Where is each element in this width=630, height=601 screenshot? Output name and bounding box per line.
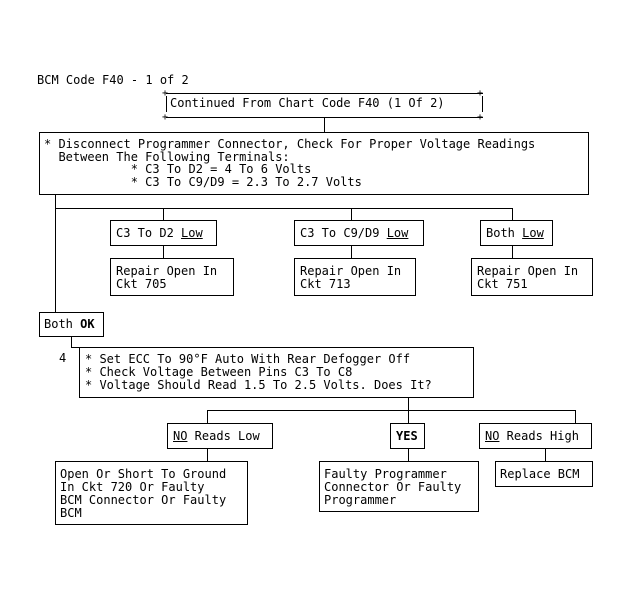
cond-status: Low: [181, 226, 203, 240]
result-line-2: Ckt 713: [300, 277, 351, 291]
step1-box: * Disconnect Programmer Connector, Check…: [39, 132, 589, 195]
result-line-1: Open Or Short To Ground: [60, 467, 227, 481]
branch2-cond-no-reads-low: NO Reads Low: [167, 423, 273, 449]
result-line-1: Faulty Programmer: [324, 467, 447, 481]
cond-status: NO: [173, 429, 188, 443]
banner-left-bar: [166, 96, 167, 112]
branch1-result-ckt705: Repair Open In Ckt 705: [110, 258, 234, 296]
connector-yes-result: [408, 449, 409, 461]
branch2-cond-yes: YES: [390, 423, 425, 449]
connector-rail-no-low: [207, 410, 208, 423]
branch2-rail: [207, 410, 576, 411]
connector-nolow-result: [207, 449, 208, 461]
page-title: BCM Code F40 - 1 of 2: [37, 73, 189, 87]
banner-top-rule: [166, 93, 483, 94]
continued-label: Continued From Chart Code F40 (1 Of 2): [170, 96, 445, 110]
banner-plus-tl: +: [162, 88, 169, 99]
result-line-2: Connector Or Faulty: [324, 480, 462, 494]
step4-number: 4: [59, 351, 67, 365]
connector-bothok-step4: [71, 337, 72, 347]
connector-bothok-step4-h: [71, 347, 80, 348]
connector-rail-b3: [512, 208, 513, 220]
result-line-1: Repair Open In: [300, 264, 402, 278]
branch2-result-faulty-programmer: Faulty Programmer Connector Or Faulty Pr…: [319, 461, 479, 512]
both-ok-prefix: Both: [44, 317, 81, 331]
result-line-2: Ckt 751: [477, 277, 528, 291]
branch1-result-ckt713: Repair Open In Ckt 713: [294, 258, 416, 296]
cond-suffix: Reads High: [499, 429, 579, 443]
cond-prefix: C3 To C9/D9: [300, 226, 387, 240]
connector-banner-step1: [324, 117, 325, 132]
result-line-1: Replace BCM: [500, 467, 580, 481]
cond-status: Low: [522, 226, 544, 240]
connector-rail-no-high: [575, 410, 576, 423]
connector-b2-r2: [351, 246, 352, 258]
result-line-1: Repair Open In: [116, 264, 218, 278]
both-ok-box: Both OK: [39, 312, 104, 337]
step4-line-1: * Set ECC To 90°F Auto With Rear Defogge…: [85, 352, 411, 366]
banner-plus-tr: +: [477, 88, 484, 99]
branch1-result-ckt751: Repair Open In Ckt 751: [471, 258, 593, 296]
connector-rail-b2: [351, 208, 352, 220]
result-line-3: Programmer: [324, 493, 397, 507]
branch2-result-open-short: Open Or Short To Ground In Ckt 720 Or Fa…: [55, 461, 248, 525]
branch1-cond-c3-d2: C3 To D2 Low: [110, 220, 217, 246]
cond-suffix: Reads Low: [187, 429, 260, 443]
branch1-cond-c3-c9d9: C3 To C9/D9 Low: [294, 220, 424, 246]
result-line-4: BCM: [60, 506, 82, 520]
banner-plus-bl: +: [162, 112, 169, 123]
connector-nohigh-result: [545, 449, 546, 461]
connector-rail-b1: [163, 208, 164, 220]
step4-line-2: * Check Voltage Between Pins C3 To C8: [85, 365, 353, 379]
cond-prefix: Both: [486, 226, 523, 240]
branch2-cond-no-reads-high: NO Reads High: [479, 423, 592, 449]
connector-step1-bothok: [55, 195, 56, 312]
step1-line-1: * Disconnect Programmer Connector, Check…: [44, 137, 536, 151]
result-line-1: Repair Open In: [477, 264, 579, 278]
connector-step4-branch2: [408, 398, 409, 424]
cond-prefix: C3 To D2: [116, 226, 182, 240]
result-line-2: Ckt 705: [116, 277, 167, 291]
connector-b1-r1: [163, 246, 164, 258]
step1-line-4: * C3 To C9/D9 = 2.3 To 2.7 Volts: [44, 175, 362, 189]
result-line-2: In Ckt 720 Or Faulty: [60, 480, 205, 494]
result-line-3: BCM Connector Or Faulty: [60, 493, 227, 507]
branch2-result-replace-bcm: Replace BCM: [495, 461, 593, 487]
step1-line-2: Between The Following Terminals:: [44, 150, 290, 164]
step4-line-3: * Voltage Should Read 1.5 To 2.5 Volts. …: [85, 378, 432, 392]
cond-status: Low: [386, 226, 409, 240]
both-ok-status: OK: [80, 317, 95, 331]
connector-b3-r3: [512, 246, 513, 258]
cond-status: YES: [396, 429, 418, 443]
step4-box: * Set ECC To 90°F Auto With Rear Defogge…: [79, 347, 474, 398]
banner-plus-br: +: [477, 112, 484, 123]
banner-right-bar: [482, 96, 483, 112]
branch1-rail: [55, 208, 513, 209]
step1-line-3: * C3 To D2 = 4 To 6 Volts: [44, 162, 312, 176]
cond-status: NO: [485, 429, 500, 443]
branch1-cond-both: Both Low: [480, 220, 553, 246]
